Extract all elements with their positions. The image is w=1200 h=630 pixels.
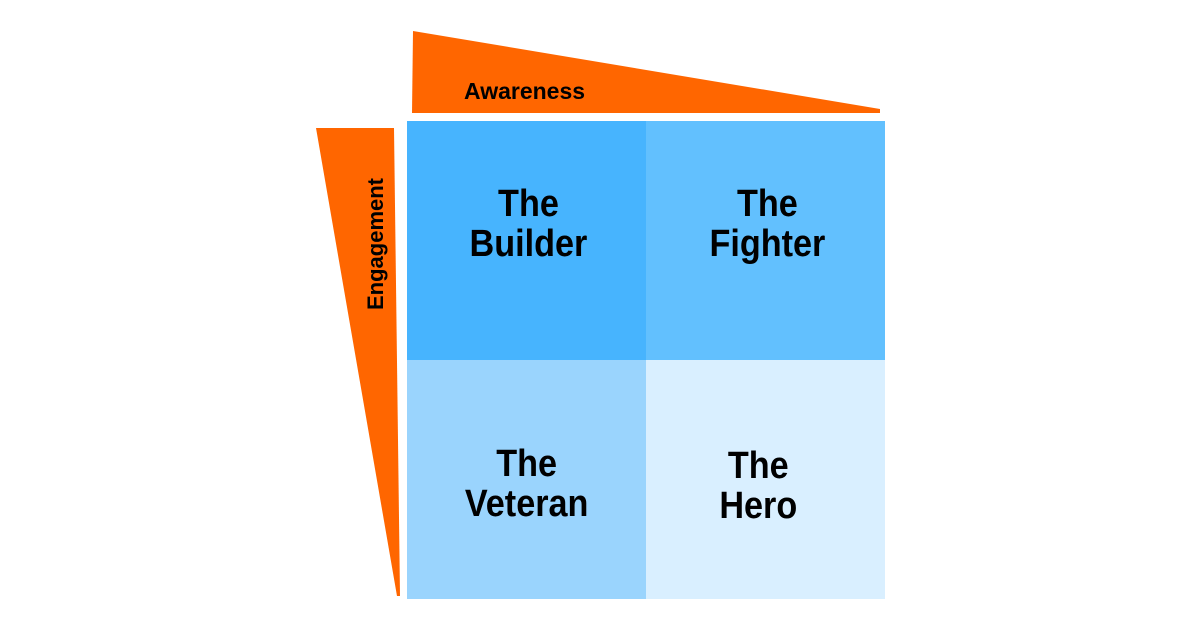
quadrant-hero-line1: The bbox=[728, 444, 789, 487]
quadrant-veteran-line1: The bbox=[496, 443, 557, 485]
awareness-axis-label: Awareness bbox=[464, 78, 586, 104]
quadrant-builder: The Builder bbox=[407, 121, 646, 360]
quadrant-builder-line2: Builder bbox=[469, 222, 588, 265]
engagement-axis-label: Engagement bbox=[363, 177, 388, 311]
quadrant-veteran-title: The Veteran bbox=[465, 444, 589, 524]
quadrant-veteran: The Veteran bbox=[407, 360, 646, 599]
quadrant-hero-title: The Hero bbox=[720, 446, 798, 526]
quadrant-hero: The Hero bbox=[646, 360, 885, 599]
quadrant-hero-line2: Hero bbox=[719, 484, 798, 527]
engagement-wedge bbox=[316, 128, 400, 596]
quadrant-fighter-line1: The bbox=[737, 182, 798, 225]
quadrant-veteran-line2: Veteran bbox=[464, 483, 589, 525]
quadrant-builder-title: The Builder bbox=[470, 184, 588, 264]
quadrant-fighter-title: The Fighter bbox=[710, 184, 826, 264]
awareness-wedge bbox=[412, 31, 880, 113]
quadrant-fighter: The Fighter bbox=[646, 121, 885, 360]
quadrant-builder-line1: The bbox=[498, 182, 559, 225]
quadrant-fighter-line2: Fighter bbox=[709, 222, 826, 265]
